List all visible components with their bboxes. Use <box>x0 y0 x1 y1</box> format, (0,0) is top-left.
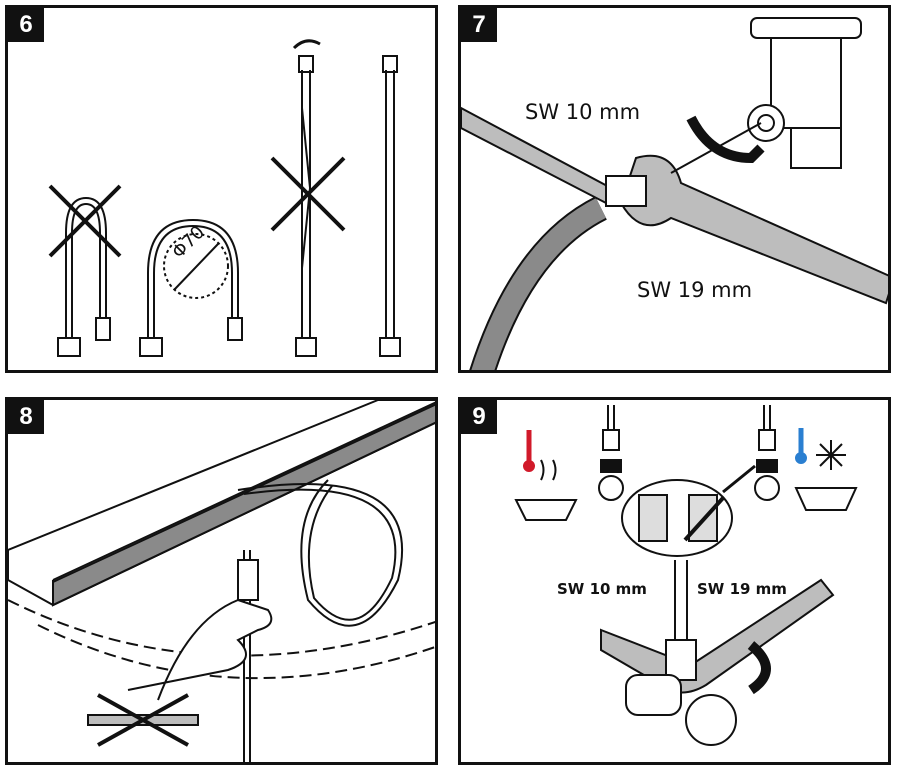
step-6-number: 6 <box>8 8 44 42</box>
wrench-small-label: SW 10 mm <box>557 580 647 598</box>
step-7-number: 7 <box>461 8 497 42</box>
step-9-number: 9 <box>461 400 497 434</box>
hose-twisted <box>292 39 321 357</box>
hot-water-icon <box>514 430 578 521</box>
angle-valve <box>625 639 737 746</box>
wrench-small-label: SW 10 mm <box>525 100 641 124</box>
valve-body <box>747 17 862 169</box>
wrench-large-label: SW 19 mm <box>637 278 753 302</box>
step-8-number: 8 <box>8 400 44 434</box>
twist-arrow-icon <box>292 39 321 50</box>
cross-out-mark <box>48 184 122 258</box>
cold-water-icon <box>794 428 858 511</box>
step-7-panel: 7 SW 10 mm SW 19 mm <box>458 5 891 373</box>
rotate-arrow-icon <box>686 115 765 164</box>
step-6-panel: 6 <box>5 5 438 373</box>
wrench-large-label: SW 19 mm <box>697 580 787 598</box>
hose-connector-left <box>598 405 624 501</box>
cross-out-mark-twisted <box>270 156 346 232</box>
step-9-panel: 9 <box>458 397 891 765</box>
step-7-illustration <box>461 17 888 370</box>
step-8-panel: 8 <box>5 397 438 765</box>
rotate-arrow-icon <box>747 641 771 695</box>
wrench-crossed-icon <box>87 693 199 747</box>
nut <box>605 175 647 207</box>
hand <box>127 598 273 701</box>
hose-correct-loop <box>139 218 243 357</box>
hose-connector <box>237 559 259 601</box>
pointer-arrow-icon <box>722 464 756 494</box>
hose-loop <box>237 479 404 627</box>
wrench-large <box>619 154 888 305</box>
step-8-illustration <box>8 400 435 762</box>
step-6-illustration <box>48 39 401 357</box>
hose-connector-right <box>754 405 780 501</box>
thread-detail <box>621 479 733 557</box>
hose-tight-loop <box>57 196 111 357</box>
hose-straight <box>379 55 401 357</box>
diameter-circle <box>163 233 229 299</box>
step-9-illustration <box>514 405 858 746</box>
